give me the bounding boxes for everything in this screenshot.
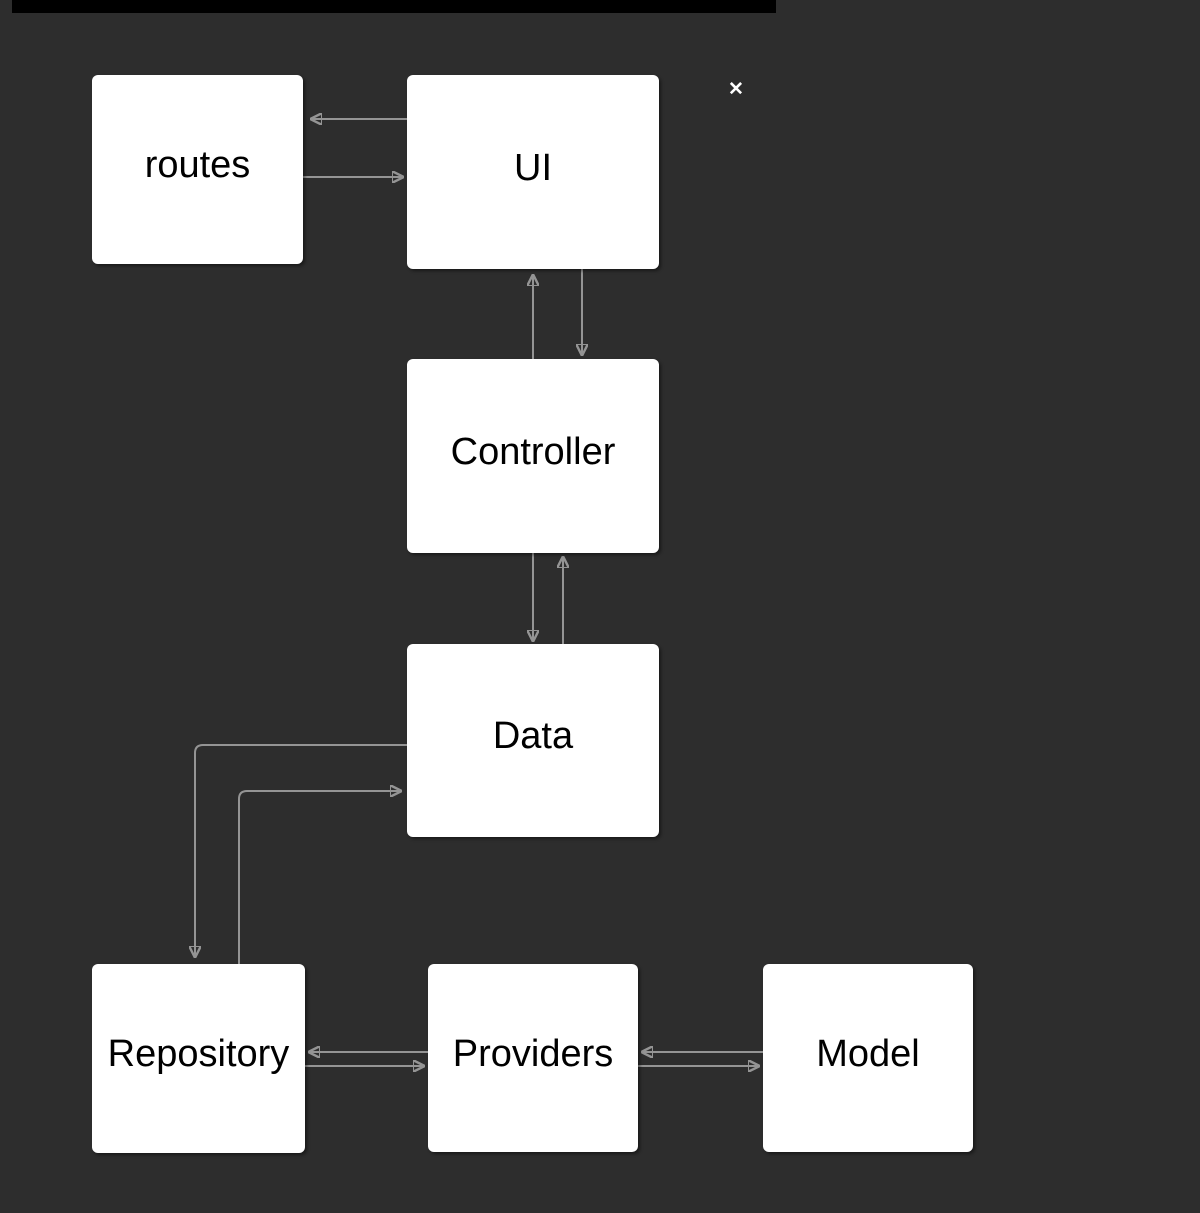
node-label: Model bbox=[816, 1032, 920, 1075]
node-label: UI bbox=[514, 146, 552, 189]
close-icon: ✕ bbox=[728, 78, 744, 100]
node-providers[interactable]: Providers bbox=[428, 964, 638, 1152]
node-label: Providers bbox=[452, 1032, 614, 1075]
top-black-bar bbox=[12, 0, 776, 13]
node-ui[interactable]: UI bbox=[407, 75, 659, 269]
node-label: Controller bbox=[450, 430, 616, 473]
node-label: routes bbox=[144, 144, 251, 186]
node-label: Data bbox=[492, 715, 574, 757]
node-data[interactable]: Data bbox=[407, 644, 659, 837]
node-model[interactable]: Model bbox=[763, 964, 973, 1152]
edge-data-to-repository[interactable] bbox=[195, 744, 407, 956]
close-button[interactable]: ✕ bbox=[722, 75, 750, 103]
node-routes[interactable]: routes bbox=[92, 75, 303, 264]
edge-repository-to-data[interactable] bbox=[238, 791, 400, 964]
node-repository[interactable]: Repository bbox=[92, 964, 305, 1153]
node-controller[interactable]: Controller bbox=[407, 359, 659, 553]
node-label: Repository bbox=[107, 1033, 290, 1075]
